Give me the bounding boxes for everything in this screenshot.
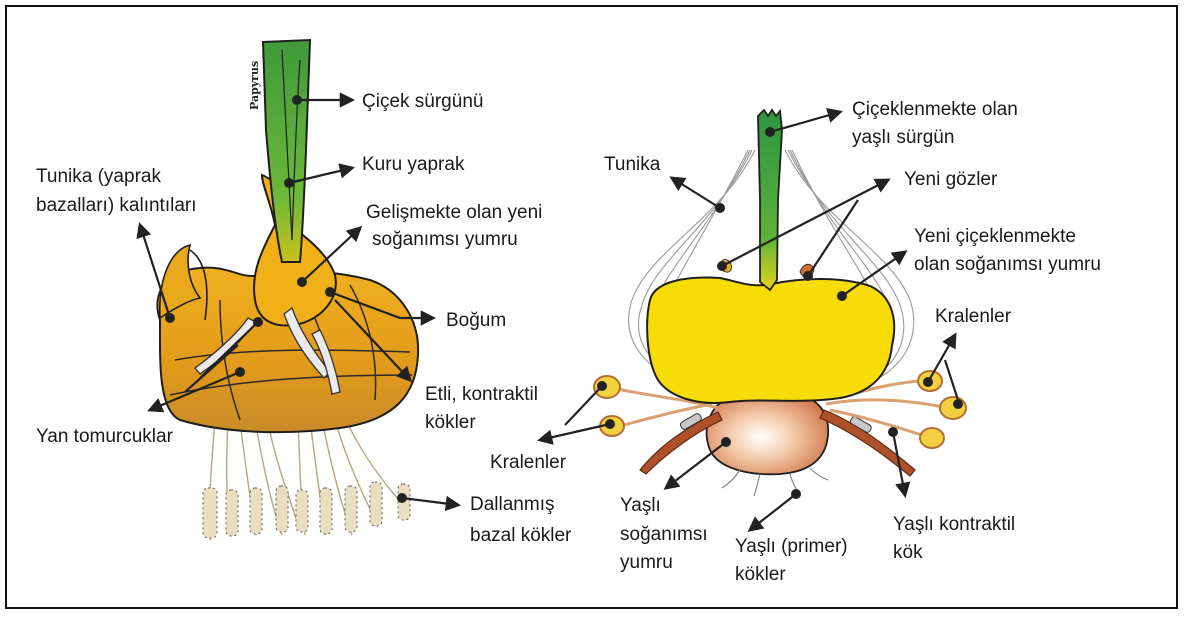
label-yasli-kontraktil: Yaşlı kontraktil kök	[893, 514, 1020, 563]
label-yasli-primer: Yaşlı (primer) kökler	[735, 536, 853, 585]
label-gelismekte-olan: Gelişmekte olan yeni soğanımsı yumru	[366, 202, 548, 250]
label-yan-tomurcuklar: Yan tomurcuklar	[36, 426, 174, 447]
label-dallanmis-bazal: Dallanmış bazal kökler	[470, 494, 572, 546]
label-etli-kontraktil: Etli, kontraktil kökler	[425, 384, 543, 433]
label-yeni-gozler: Yeni gözler	[904, 169, 998, 190]
label-tunika-kalintilari: Tunika (yaprak bazalları) kalıntıları	[36, 166, 197, 216]
left-flower-stem	[263, 40, 310, 262]
label-kuru-yaprak: Kuru yaprak	[362, 154, 465, 175]
right-new-corm	[647, 278, 894, 403]
left-corm-illustration: Papyrus	[157, 40, 418, 540]
label-yeni-ciceklenmekte: Yeni çiçeklenmekte olan soğanımsı yumru	[914, 226, 1101, 275]
label-kralenler-left: Kralenler	[490, 452, 567, 473]
label-ciceklenmekte-yasli: Çiçeklenmekte olan yaşlı sürgün	[852, 99, 1023, 148]
label-bogum: Boğum	[446, 310, 506, 331]
label-yasli-soganimsi: Yaşlı soğanımsı yumru	[620, 495, 713, 573]
brand-mark: Papyrus	[248, 61, 261, 110]
left-root-tips	[203, 482, 410, 538]
label-cicek-surgunu: Çiçek sürgünü	[362, 91, 483, 112]
label-tunika-right: Tunika	[604, 154, 661, 175]
label-kralenler-top: Kralenler	[935, 306, 1012, 327]
